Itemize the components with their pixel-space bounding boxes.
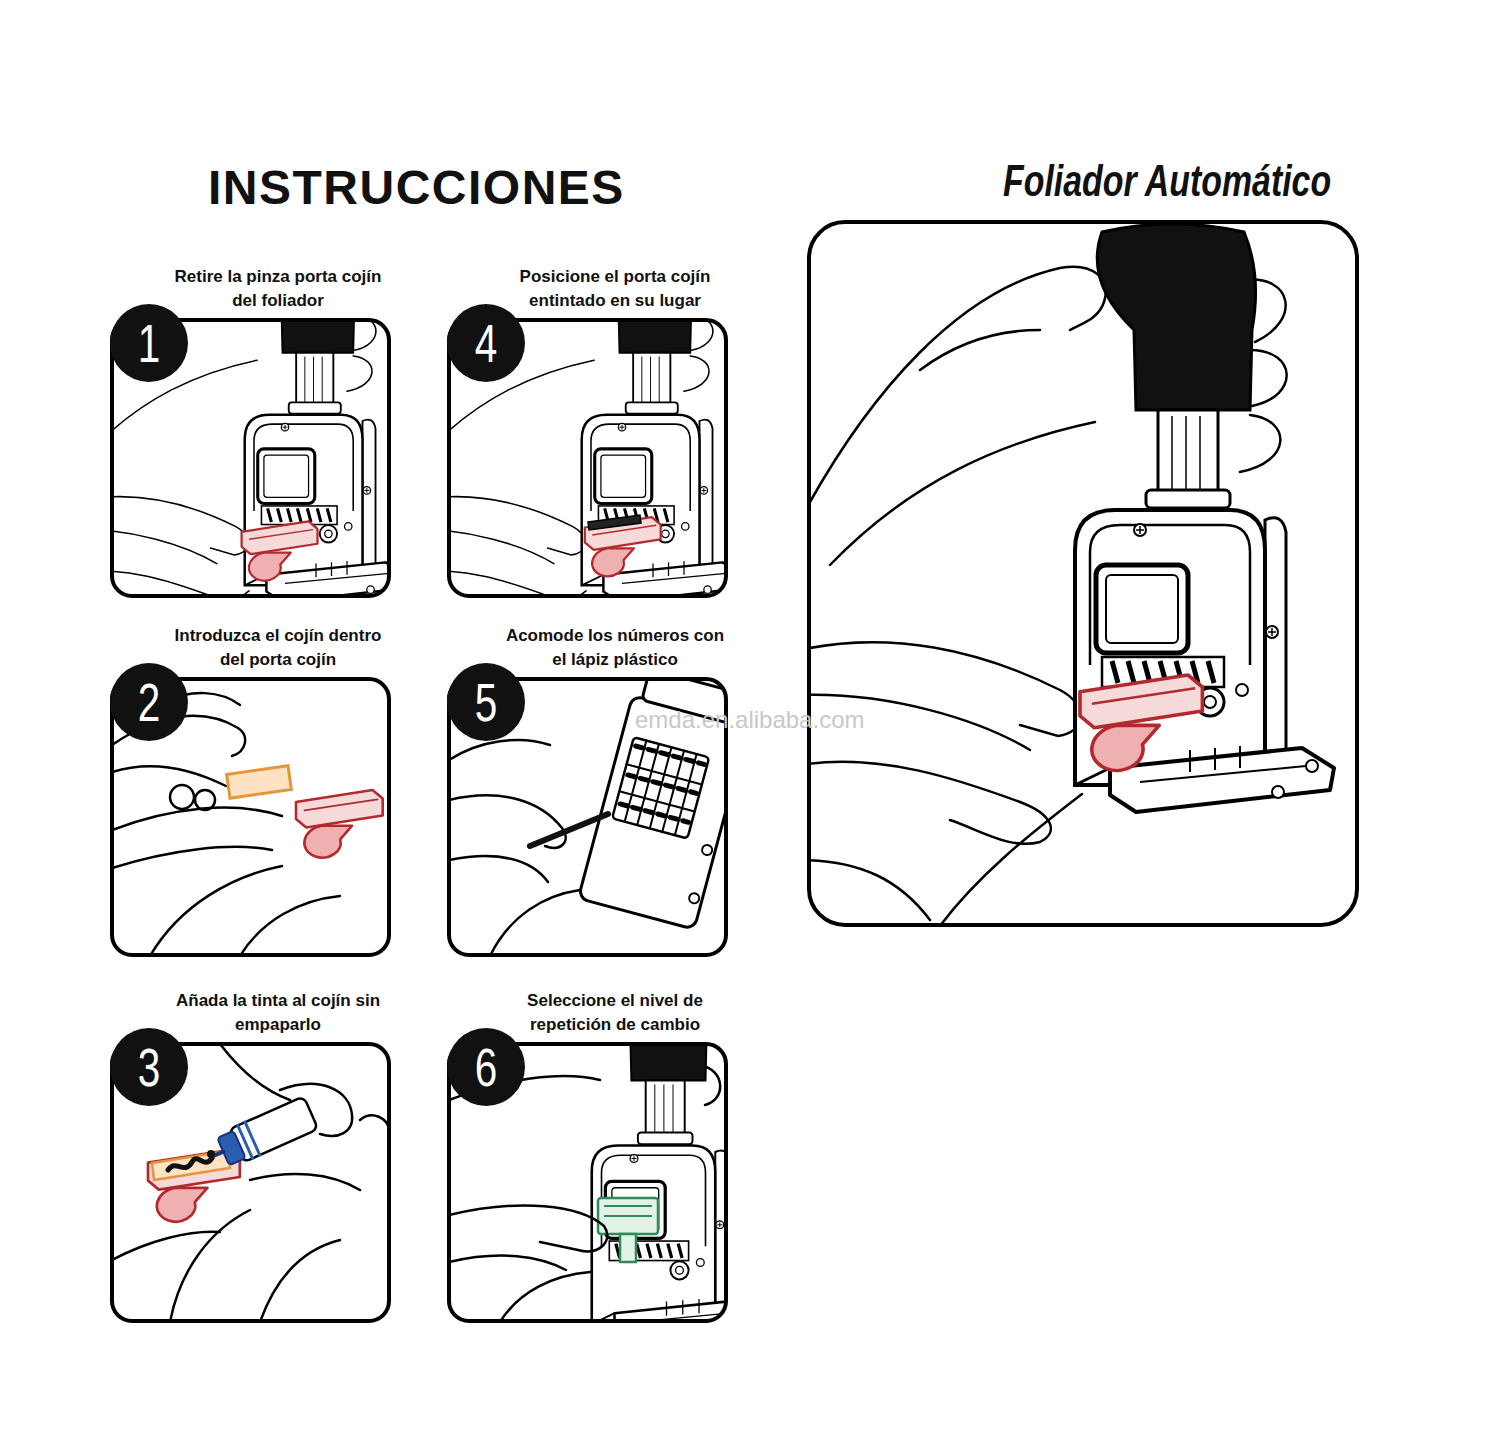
hand-line	[170, 1210, 250, 1321]
screw	[688, 892, 700, 904]
badge-circle	[110, 304, 188, 382]
step-number: 3	[120, 1028, 179, 1106]
step-heading: Seleccione el nivel de repetición de cam…	[504, 989, 726, 1037]
step-illustration	[112, 320, 389, 596]
wheel-grid	[612, 737, 709, 838]
step-panel: Añada la tinta al cojín sin empaparlo3	[110, 1042, 391, 1323]
main-illustration	[809, 224, 1334, 925]
step-illustration	[449, 320, 726, 596]
stamp	[1075, 224, 1334, 812]
badge-circle	[447, 663, 525, 741]
step-panel: Posicione el porta cojín entintado en su…	[447, 318, 728, 598]
bottle-tip	[214, 1152, 223, 1156]
pad-holder	[242, 521, 318, 580]
pad-holder	[1080, 675, 1202, 771]
hand-line	[500, 1272, 590, 1321]
product-panel: Foliador Automático	[807, 220, 1359, 927]
bottle-stripes	[238, 1122, 260, 1158]
step-panel: Introduzca el cojín dentro del porta coj…	[110, 677, 391, 957]
plastic-pencil	[530, 814, 608, 846]
step-number: 4	[457, 304, 516, 382]
hand-line	[112, 766, 226, 786]
badge-circle	[447, 1028, 525, 1106]
hand-line	[240, 896, 340, 955]
step-number-badge: 3	[110, 1028, 188, 1106]
inked-pad	[588, 515, 641, 530]
product-title: Foliador Automático	[1003, 159, 1331, 203]
stamp	[582, 320, 726, 596]
step-number: 2	[120, 663, 179, 741]
ink-drops	[168, 1158, 212, 1170]
step-number: 6	[457, 1028, 516, 1106]
screw	[701, 844, 713, 856]
hand-line	[360, 1115, 389, 1130]
hand-line	[220, 1044, 290, 1100]
step-illustration	[449, 1044, 726, 1321]
watermark: emda.en.alibaba.com	[635, 706, 864, 734]
step-number-badge: 6	[447, 1028, 525, 1106]
step-heading: Retire la pinza porta cojín del foliador	[172, 265, 384, 313]
hand-line	[150, 866, 282, 955]
badge-circle	[110, 663, 188, 741]
step-number-badge: 4	[447, 304, 525, 382]
step-number-badge: 1	[110, 304, 188, 382]
step-number-badge: 2	[110, 663, 188, 741]
hand-line	[260, 1240, 340, 1321]
ink-pad	[152, 1151, 230, 1180]
knuckle	[170, 785, 194, 809]
step-number: 1	[120, 304, 179, 382]
step-heading: Añada la tinta al cojín sin empaparlo	[170, 989, 386, 1037]
ink-drop	[207, 1150, 215, 1158]
number-wheels	[612, 737, 709, 838]
selector-lines	[604, 1206, 652, 1216]
step-number-badge: 5	[447, 663, 525, 741]
wheel-figures	[620, 746, 704, 822]
repeat-selector	[598, 1198, 658, 1234]
selector-lever	[620, 1234, 636, 1262]
hand-line	[449, 856, 548, 882]
ink-bottle	[207, 1096, 318, 1172]
step-panel: Retire la pinza porta cojín del foliador…	[110, 318, 391, 598]
hand-line	[449, 740, 550, 760]
step-panel: Seleccione el nivel de repetición de cam…	[447, 1042, 728, 1323]
hand-line	[112, 847, 272, 868]
badge-circle	[447, 304, 525, 382]
pad-holder	[148, 1150, 240, 1222]
stamp	[592, 1044, 726, 1321]
pad-holder	[296, 790, 383, 858]
hand-line	[112, 1232, 220, 1260]
badge-circle	[110, 1028, 188, 1106]
hand-line	[250, 1174, 360, 1190]
page-title: INSTRUCCIONES	[208, 164, 625, 212]
step-heading: Introduzca el cojín dentro del porta coj…	[169, 624, 387, 672]
step-number: 5	[457, 663, 516, 741]
ink-pad	[227, 766, 292, 798]
step-heading: Posicione el porta cojín entintado en su…	[497, 265, 733, 313]
step-heading: Acomode los números con el lápiz plástic…	[501, 624, 729, 672]
hand-line	[449, 1205, 607, 1251]
hand-line	[112, 808, 282, 830]
hand-line	[490, 890, 580, 955]
hand-line	[449, 1256, 566, 1270]
